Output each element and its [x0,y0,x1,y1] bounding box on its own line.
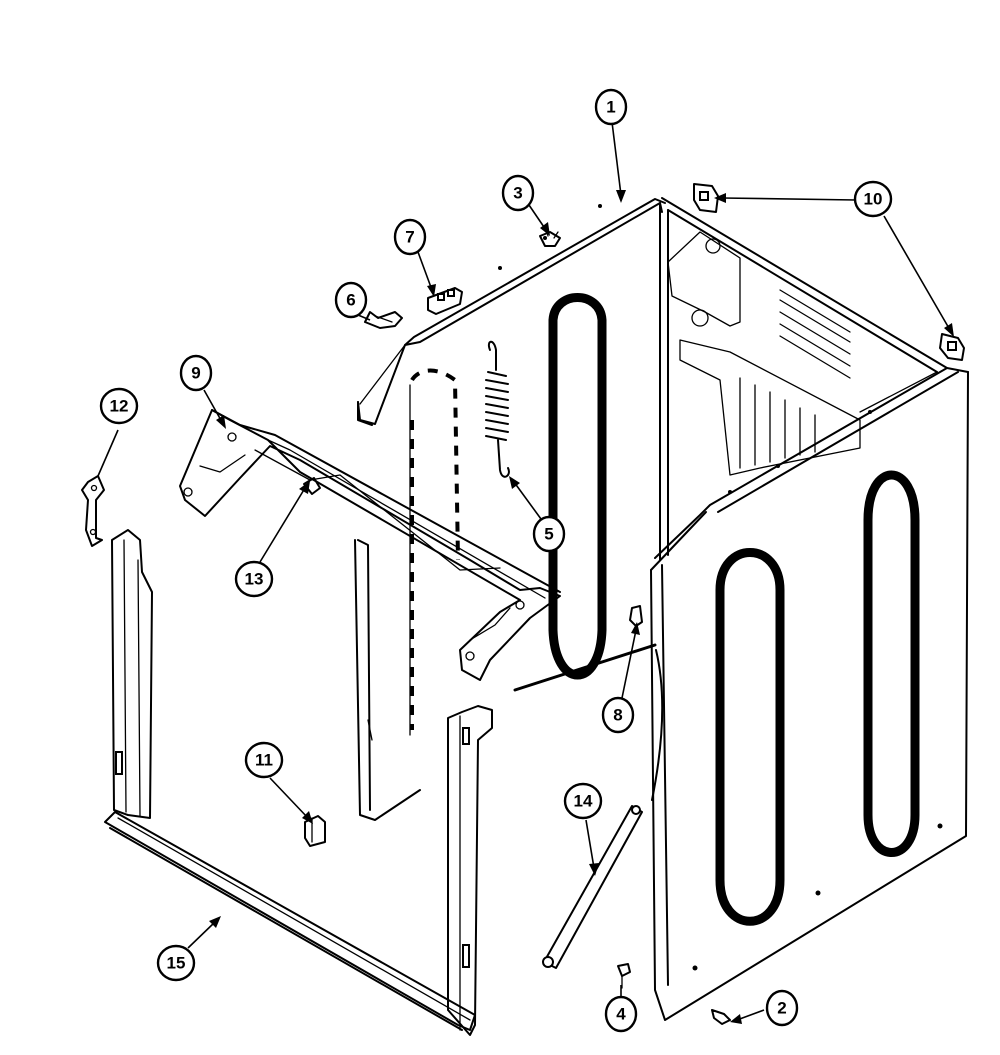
clip-3 [539,227,561,247]
callout-label-15: 15 [167,954,186,973]
spring-5 [485,340,510,478]
callout-14: 14 [563,782,603,820]
callout-label-10: 10 [864,190,883,209]
top-support-bracket [179,409,561,681]
callout-13: 13 [234,560,274,598]
screw-4 [617,963,631,989]
right-front-upright [447,705,493,1036]
callout-11: 11 [244,741,284,779]
callout-9: 9 [179,354,213,392]
callout-8: 8 [601,696,635,734]
callout-1: 1 [594,88,628,126]
callout-label-9: 9 [191,364,200,383]
callout-10: 10 [853,180,893,218]
callout-label-11: 11 [255,751,273,770]
callout-label-6: 6 [346,291,355,310]
cabinet [354,197,969,1021]
callout-label-5: 5 [544,525,553,544]
latch-7 [427,287,463,315]
callout-6: 6 [334,281,368,319]
clip-13 [303,477,321,495]
clip-6 [364,311,403,329]
callout-label-12: 12 [110,397,129,416]
corner-bracket-10a [693,183,719,213]
callout-4: 4 [604,995,638,1033]
callout-label-8: 8 [613,706,622,725]
corner-bracket-10b [939,333,965,361]
callout-label-3: 3 [513,184,522,203]
callout-5: 5 [532,515,566,553]
bottom-front-rail [104,811,476,1031]
bracket-8 [629,605,643,627]
strut-14 [542,805,643,969]
left-front-upright [111,529,153,819]
screw-2 [711,1009,731,1025]
callout-label-7: 7 [405,228,414,247]
callout-label-1: 1 [606,98,615,117]
callout-15: 15 [156,944,196,982]
callout-label-4: 4 [616,1005,626,1024]
callout-3: 3 [501,174,535,212]
callout-7: 7 [393,218,427,256]
bracket-12 [81,475,105,547]
callout-12: 12 [99,387,139,425]
callout-label-13: 13 [245,570,264,589]
callout-2: 2 [765,989,799,1027]
callout-label-14: 14 [574,792,593,811]
rear-vent-louvres [779,289,851,379]
callout-label-2: 2 [777,999,786,1018]
